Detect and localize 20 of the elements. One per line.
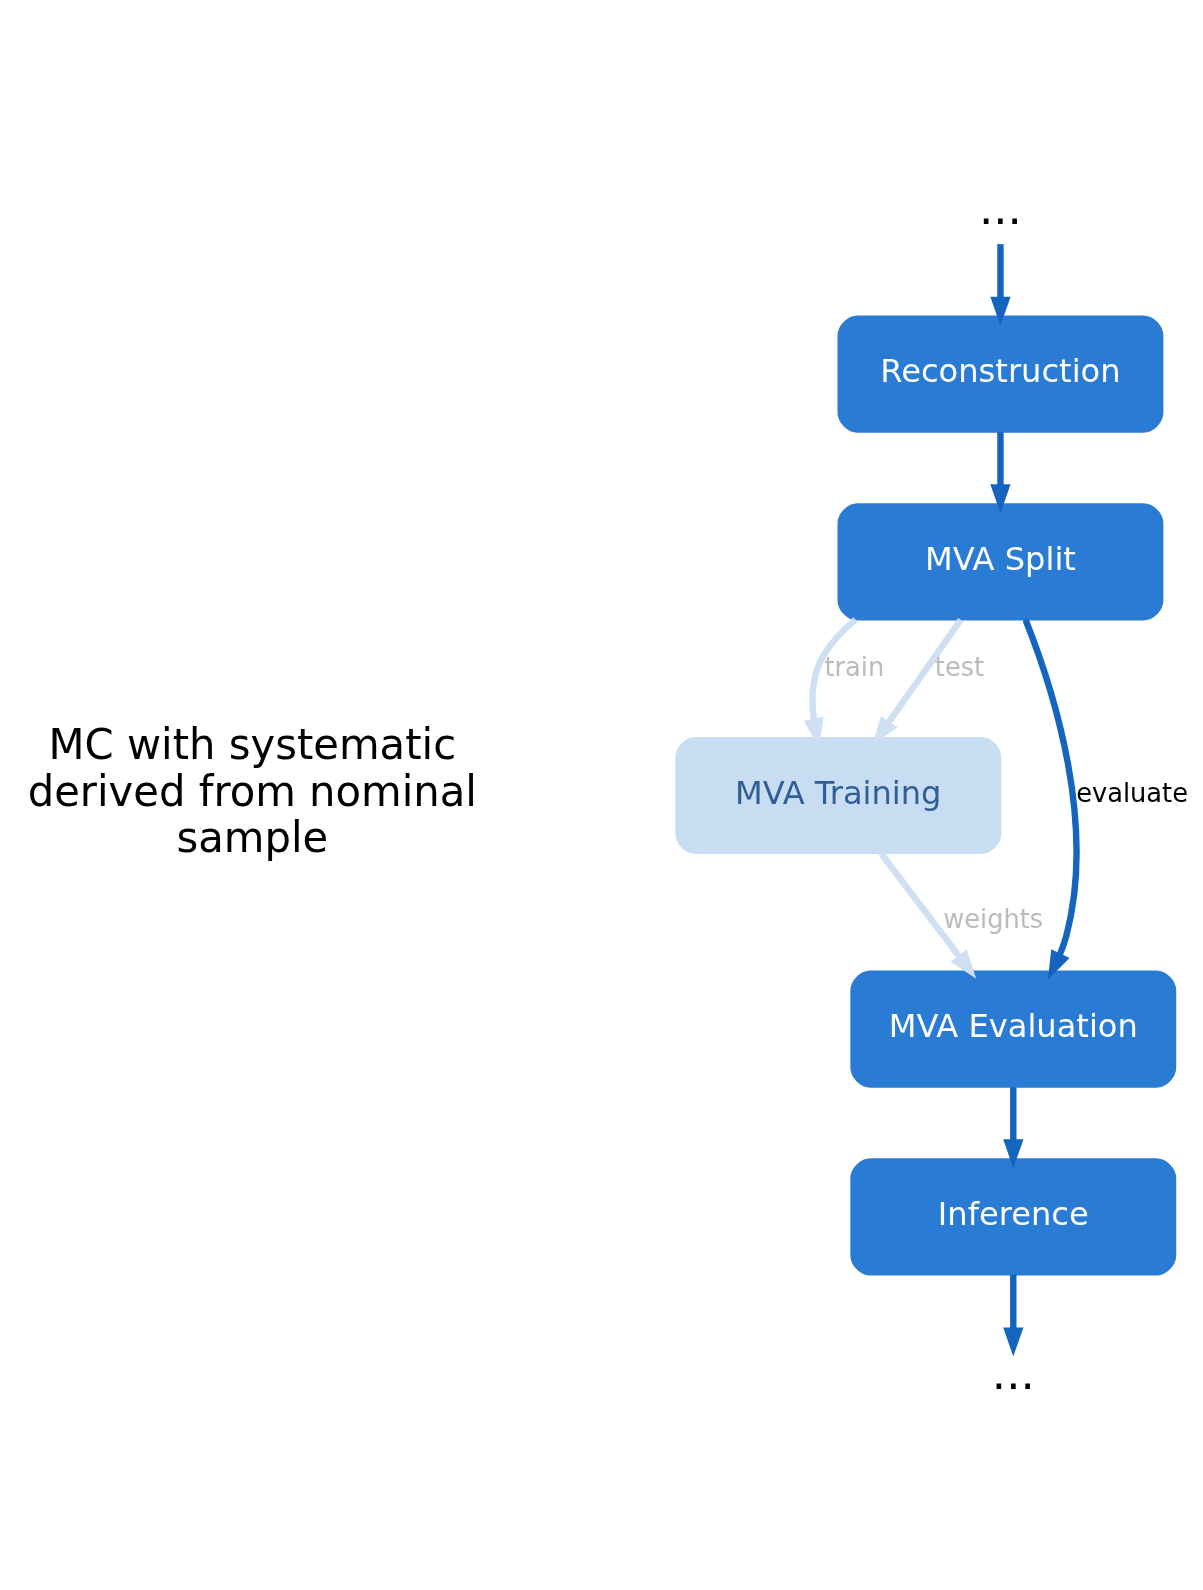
arrow: [878, 851, 977, 979]
edge-label: evaluate: [1076, 777, 1188, 808]
node-box: Inference: [850, 1157, 1177, 1276]
node-box: MVA Evaluation: [850, 970, 1177, 1088]
arrow: [990, 431, 1011, 513]
arrow: [803, 616, 858, 747]
edge-label: test: [934, 651, 985, 682]
node-box: MVA Split: [837, 502, 1164, 620]
arrow: [990, 243, 1011, 326]
edge-label: train: [824, 651, 885, 682]
edge-label: weights: [943, 903, 1044, 934]
label: MC with systematic derived from nominal sample: [27, 719, 477, 862]
arrow: [1022, 618, 1080, 980]
node-text: ...: [991, 1346, 1035, 1400]
node-text: ...: [979, 181, 1022, 235]
arrow: [872, 617, 964, 745]
arrow: [1003, 1274, 1024, 1357]
node-box: Reconstruction: [837, 314, 1164, 433]
node-box: MVA Training: [675, 736, 1002, 854]
arrow: [1003, 1086, 1024, 1168]
